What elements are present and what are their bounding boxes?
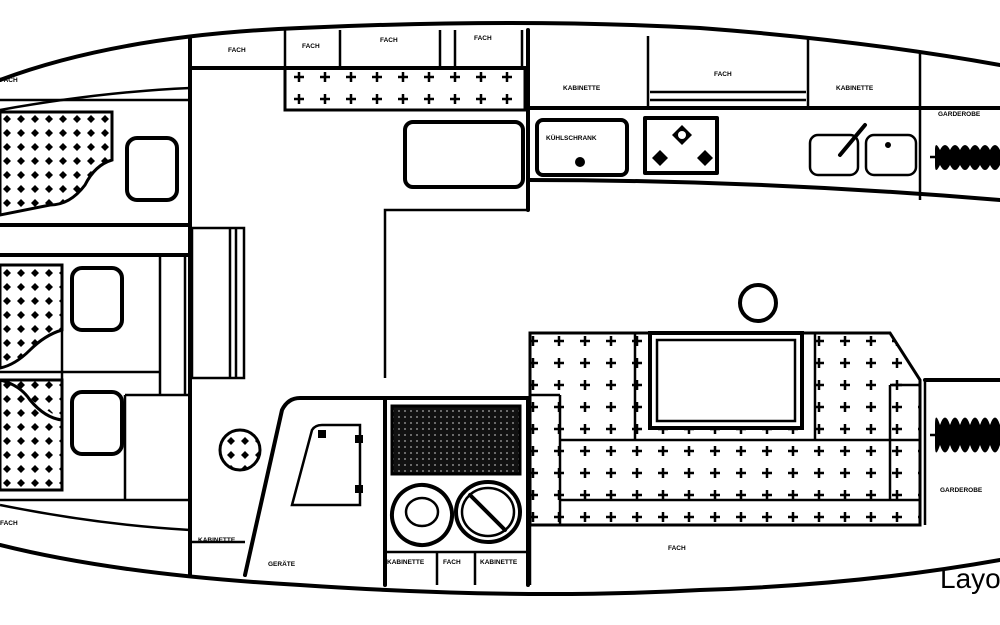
- stove: [643, 116, 719, 175]
- heads: [243, 396, 530, 587]
- layout-caption: Layo: [940, 563, 1000, 594]
- seat-pad-lower-1: [70, 266, 124, 332]
- top-lockers: [188, 30, 530, 112]
- label-garderobe-2: GARDEROBE: [940, 487, 983, 494]
- dinette-table: [648, 331, 804, 430]
- hull-outline: [0, 21, 1000, 596]
- berth-cushion-upper: [0, 110, 114, 217]
- label-fach-3: FACH: [302, 43, 320, 50]
- label-kabinette-3: KABINETTE: [198, 537, 236, 544]
- label-fach-5: FACH: [474, 35, 492, 42]
- dinette: [528, 331, 922, 527]
- berth-cushion-lower-1: [0, 263, 64, 370]
- label-geraete: GERÄTE: [268, 560, 296, 568]
- locker-labels: FACH FACH FACH FACH FACH KABINETTE FACH …: [0, 35, 983, 568]
- label-fach-9: FACH: [668, 545, 686, 552]
- label-fach-7: FACH: [0, 520, 18, 527]
- sink-right: [864, 133, 918, 177]
- support-post: [738, 283, 778, 323]
- garderobe-upper: [923, 106, 1000, 170]
- shower-grate: [390, 404, 522, 476]
- label-fach-1: FACH: [0, 77, 18, 84]
- label-kabinette-4: KABINETTE: [387, 559, 425, 566]
- garderobe-lower: [923, 378, 1000, 525]
- sink-left: [808, 133, 860, 177]
- mast-base: [218, 428, 262, 472]
- label-kabinette-2: KABINETTE: [836, 85, 874, 92]
- label-fach-4: FACH: [380, 37, 398, 44]
- seat-pad-upper: [125, 136, 179, 202]
- door-frame: [190, 226, 246, 380]
- wash-basin: [454, 480, 522, 544]
- berth-cushion-lower-2: [0, 378, 64, 492]
- label-kuehlschrank: KÜHLSCHRANK: [546, 133, 597, 142]
- toilet: [390, 483, 454, 547]
- label-fach-2: FACH: [228, 47, 246, 54]
- seat-pad-lower-2: [70, 390, 124, 456]
- saloon-table: [403, 120, 525, 189]
- galley: [526, 28, 1000, 212]
- label-fach-8: FACH: [443, 559, 461, 566]
- label-kabinette-1: KABINETTE: [563, 85, 601, 92]
- label-fach-6: FACH: [714, 71, 732, 78]
- shower-door: [290, 423, 362, 507]
- fridge: [535, 118, 629, 177]
- label-kabinette-5: KABINETTE: [480, 559, 518, 566]
- label-garderobe-1: GARDEROBE: [938, 111, 981, 118]
- forward-cabin: [0, 28, 192, 587]
